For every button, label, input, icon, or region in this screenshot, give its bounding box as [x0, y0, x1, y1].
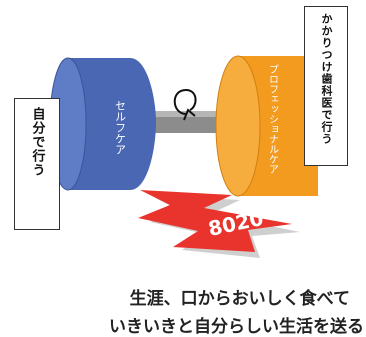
caption-line-1: 生涯、口からおいしく食べて: [129, 289, 350, 309]
arrow-8020: [138, 190, 292, 252]
pro-care-cylinder: [215, 55, 318, 197]
self-box-text: 自分で行う: [29, 107, 45, 177]
caption-line-2: いきいきと自分らしい生活を送る: [109, 317, 364, 337]
self-care-label: セルフケア: [114, 100, 127, 155]
self-box: 自分で行う: [14, 98, 60, 230]
self-care-cylinder: [49, 57, 156, 191]
rotation-arrow-icon: [173, 88, 197, 121]
pro-box-text: かかりつけ歯科医で行う: [320, 13, 333, 145]
pro-care-label: プロフェッショナルケア: [267, 64, 279, 174]
pro-box: かかりつけ歯科医で行う: [304, 6, 348, 166]
